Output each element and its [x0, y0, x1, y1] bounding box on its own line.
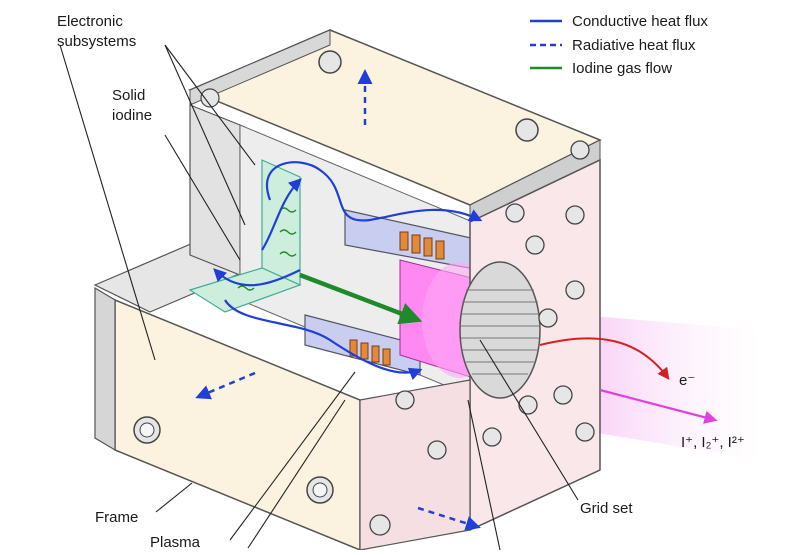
- bolt-icon: [139, 422, 155, 438]
- iodine-gas-flow-arrow: [299, 272, 423, 325]
- label-electronic-subsystems-2: subsystems: [57, 33, 136, 50]
- right-face-bolts: [369, 140, 595, 536]
- bolt-icon: [200, 88, 220, 108]
- radiative-heat-flux-arrows: [195, 69, 481, 531]
- label-frame: Frame: [95, 509, 138, 526]
- upper-coils: [399, 231, 445, 260]
- label-solid-iodine-2: iodine: [112, 107, 152, 124]
- leader-lines: [59, 44, 579, 551]
- grid-set-disc: [459, 261, 541, 399]
- label-electronic-subsystems-1: Electronic: [57, 13, 123, 30]
- bolt-icon: [318, 50, 342, 74]
- legend: Conductive heat flux Radiative heat flux…: [530, 13, 708, 77]
- label-ions: I⁺, I₂⁺, I²⁺: [681, 434, 745, 451]
- legend-conductive-label: Conductive heat flux: [572, 13, 708, 30]
- electron-arrow: [539, 337, 670, 380]
- conductive-heat-flux-arrows: [213, 161, 483, 381]
- left-panel-side-frame: [94, 286, 116, 452]
- grid-set-lines: [460, 289, 540, 375]
- solid-iodine-base: [188, 267, 302, 313]
- label-grid-set: Grid set: [580, 500, 633, 517]
- label-plasma: Plasma: [150, 534, 201, 550]
- bolt-icon: [312, 482, 328, 498]
- lower-coils: [349, 339, 391, 366]
- legend-radiative-label: Radiative heat flux: [572, 37, 696, 54]
- label-electron: e⁻: [679, 372, 695, 389]
- bolt-icon: [515, 118, 539, 142]
- ion-arrow: [599, 388, 718, 424]
- label-solid-iodine-1: Solid: [112, 87, 145, 104]
- legend-iodine-label: Iodine gas flow: [572, 60, 672, 77]
